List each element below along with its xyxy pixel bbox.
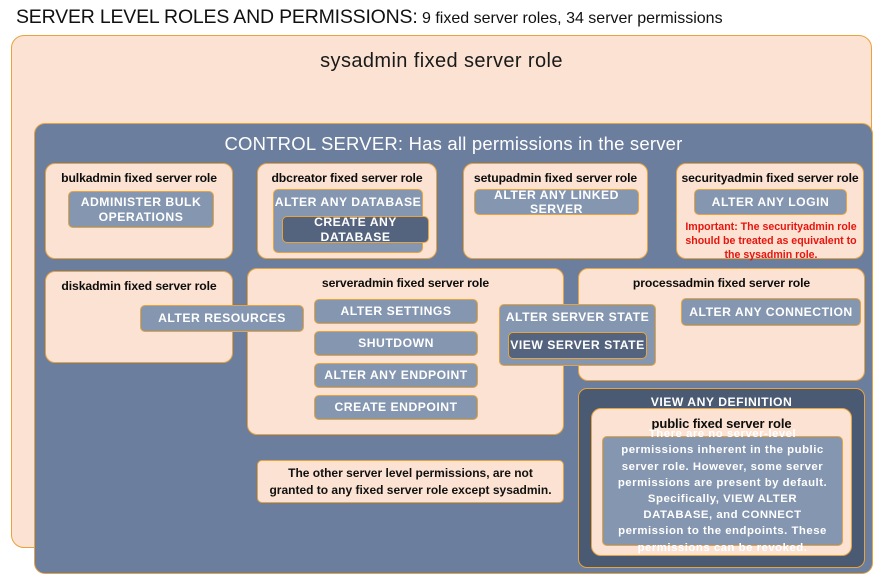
permission-alter-resources[interactable]: ALTER RESOURCES [140, 305, 304, 332]
permission-create-any-database[interactable]: CREATE ANY DATABASE [282, 215, 429, 244]
permission-alter-any-endpoint[interactable]: ALTER ANY ENDPOINT [314, 363, 478, 388]
role-card-bulkadmin: bulkadmin fixed server role ADMINISTER B… [45, 163, 233, 259]
permission-view-server-state[interactable]: VIEW SERVER STATE [508, 332, 647, 359]
page-title: SERVER LEVEL ROLES AND PERMISSIONS: 9 fi… [16, 6, 876, 34]
role-title-securityadmin: securityadmin fixed server role [681, 171, 859, 185]
sysadmin-role-label: sysadmin fixed server role [320, 50, 563, 72]
role-title-serveradmin: serveradmin fixed server role [321, 276, 490, 290]
role-title-setupadmin: setupadmin fixed server role [473, 171, 638, 185]
permission-administer-bulk-operations[interactable]: ADMINISTER BULK OPERATIONS [68, 191, 214, 228]
role-card-dbcreator: dbcreator fixed server role ALTER ANY DA… [257, 163, 437, 259]
public-role-description: There are no server-level permissions in… [602, 428, 843, 554]
other-permissions-note: The other server level permissions, are … [257, 460, 564, 503]
sysadmin-role-container: sysadmin fixed server role CONTROL SERVE… [11, 35, 873, 574]
role-card-serveradmin: serveradmin fixed server role ALTER SETT… [247, 268, 564, 435]
role-title-public: public fixed server role [651, 416, 792, 431]
permission-alter-any-connection[interactable]: ALTER ANY CONNECTION [681, 298, 861, 326]
role-card-setupadmin: setupadmin fixed server role ALTER ANY L… [463, 163, 648, 259]
control-server-label: CONTROL SERVER: Has all permissions in t… [224, 133, 683, 154]
role-title-dbcreator: dbcreator fixed server role [271, 171, 423, 185]
permission-alter-any-login[interactable]: ALTER ANY LOGIN [694, 189, 847, 215]
permission-alter-server-state-label: ALTER SERVER STATE [505, 310, 650, 324]
permission-alter-settings[interactable]: ALTER SETTINGS [314, 299, 478, 324]
permission-view-any-definition-label: VIEW ANY DEFINITION [650, 395, 793, 409]
role-title-bulkadmin: bulkadmin fixed server role [61, 171, 217, 185]
role-title-diskadmin: diskadmin fixed server role [61, 279, 217, 293]
permission-shutdown[interactable]: SHUTDOWN [314, 331, 478, 356]
page-title-main: SERVER LEVEL ROLES AND PERMISSIONS: [16, 6, 418, 28]
role-card-public: public fixed server role There are no se… [591, 408, 852, 556]
permission-create-endpoint[interactable]: CREATE ENDPOINT [314, 395, 478, 420]
control-server-panel: CONTROL SERVER: Has all permissions in t… [34, 123, 873, 574]
permission-alter-any-linked-server[interactable]: ALTER ANY LINKED SERVER [474, 188, 639, 216]
permission-alter-any-database-label: ALTER ANY DATABASE [274, 195, 422, 209]
role-title-processadmin: processadmin fixed server role [632, 276, 811, 290]
page-title-sub: 9 fixed server roles, 34 server permissi… [417, 10, 723, 27]
role-card-securityadmin: securityadmin fixed server role ALTER AN… [676, 163, 864, 261]
securityadmin-warning-note: Important: The securityadmin role should… [685, 221, 857, 262]
